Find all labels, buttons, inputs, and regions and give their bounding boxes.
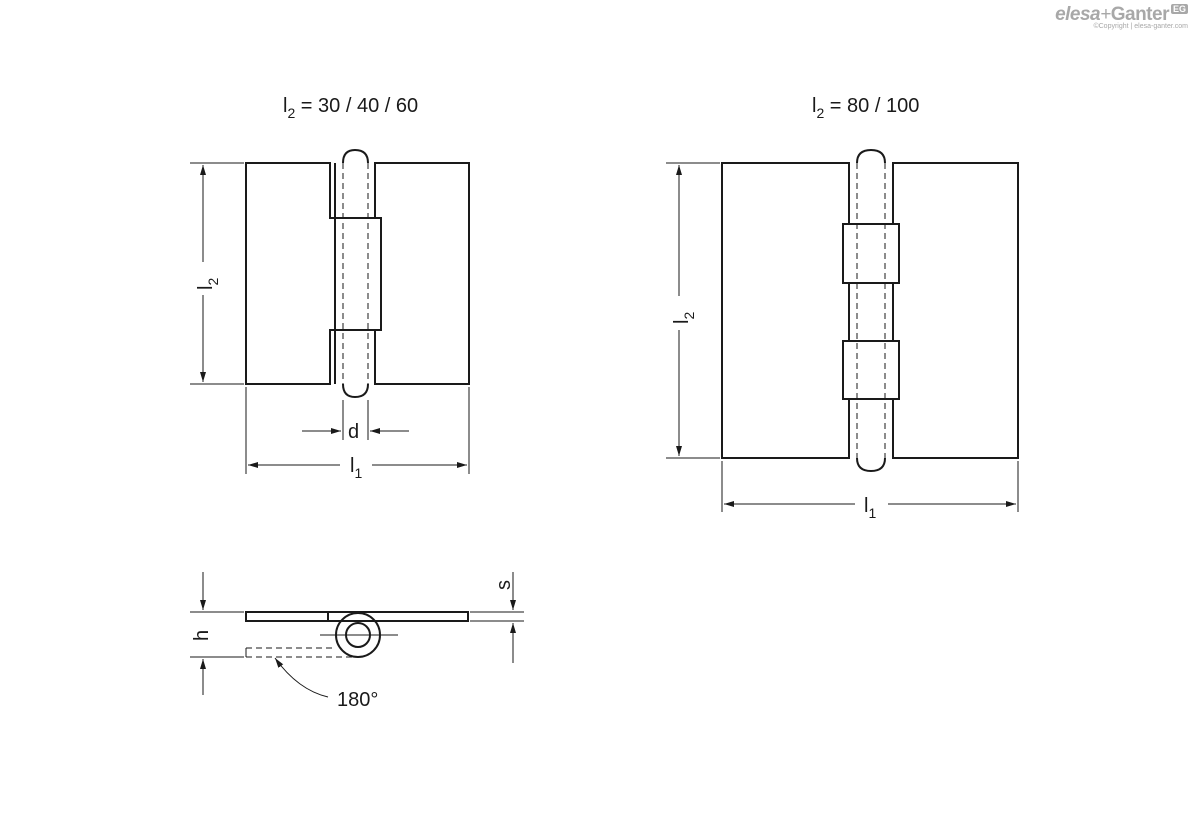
pin-cap-bottom bbox=[342, 383, 369, 399]
knuckle-lines bbox=[334, 163, 376, 384]
angle-label: 180° bbox=[337, 689, 378, 711]
small-view-title: l2 = 30 / 40 / 60 bbox=[283, 95, 418, 121]
pin-cap-bottom-large bbox=[856, 457, 886, 473]
side-leaf-plate bbox=[245, 611, 469, 622]
logo-badge: EG bbox=[1170, 4, 1188, 14]
small-hinge-view: l2 = 30 / 40 / 60 l2 d l1 bbox=[190, 95, 470, 481]
s-label: s bbox=[493, 580, 515, 590]
l1-label-large: l1 bbox=[864, 495, 876, 521]
l2-label-small: l2 bbox=[195, 278, 221, 290]
logo-ganter: Ganter bbox=[1110, 4, 1170, 25]
h-label: h bbox=[191, 630, 213, 641]
pin-cap-top bbox=[342, 148, 369, 164]
large-view-title: l2 = 80 / 100 bbox=[812, 95, 919, 121]
pin-cap-top-large bbox=[856, 148, 886, 164]
l2-label-large: l2 bbox=[671, 312, 697, 324]
left-leaf-large bbox=[721, 162, 850, 459]
large-hinge-view: l2 = 80 / 100 l2 l1 bbox=[666, 95, 1019, 521]
logo-copyright: ©Copyright | elesa-ganter.com bbox=[1093, 23, 1188, 30]
rotation-arrow bbox=[274, 657, 329, 698]
right-leaf bbox=[374, 162, 470, 385]
side-view: h s 180° bbox=[190, 572, 524, 711]
logo-plus: + bbox=[1100, 4, 1111, 25]
logo-elesa: elesa bbox=[1055, 4, 1101, 25]
knuckle-lines-large bbox=[843, 163, 899, 458]
d-label: d bbox=[348, 421, 359, 443]
right-leaf-large bbox=[892, 162, 1019, 459]
left-leaf bbox=[245, 162, 336, 385]
l1-label-small: l1 bbox=[350, 455, 362, 481]
